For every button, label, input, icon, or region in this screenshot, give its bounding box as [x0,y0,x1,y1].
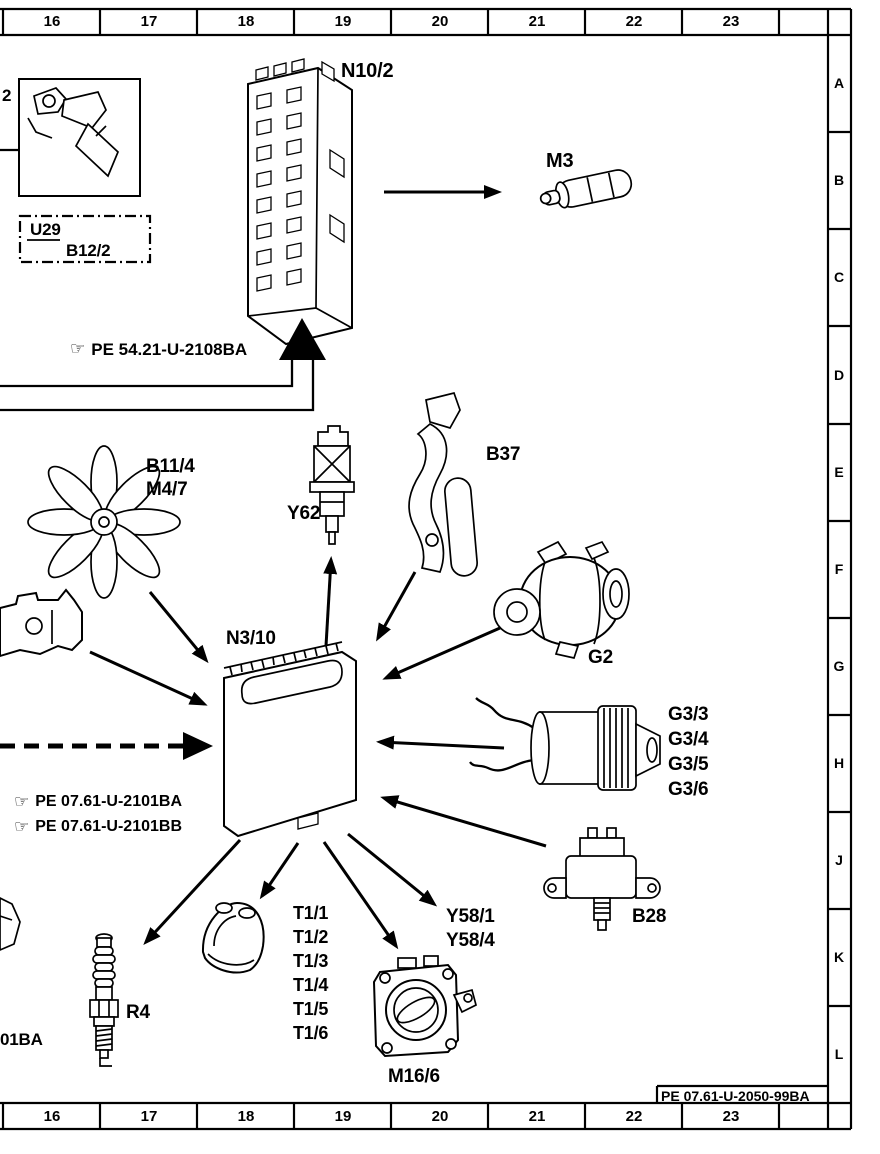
label-b37: B37 [486,444,521,465]
note-fuse-box-ref: ☞ PE 54.21-U-2108BA [70,339,248,360]
throttle-drawing [372,955,477,1058]
grid-col-21-bottom: 21 [528,1108,546,1125]
grid-col-20-bottom: 20 [431,1108,449,1125]
coil-photo-callout-frame [0,78,141,197]
grid-col-16-top: 16 [43,13,61,30]
label-b11-4: B11/4 [146,456,195,477]
ecu-arrows [89,556,547,950]
grid-col-20-top: 20 [431,13,449,30]
note-ecu-ref-2-text: PE 07.61-U-2101BB [35,818,182,835]
grid-col-18-bottom: 18 [237,1108,255,1125]
grid-col-22-top: 22 [625,13,643,30]
grid-row-j: J [835,852,843,868]
arrow-ecu-to-r4 [143,838,242,945]
label-g2: G2 [588,647,613,668]
label-n10-2: N10/2 [341,60,394,82]
grid-col-18-top: 18 [237,13,255,30]
grid-row-a: A [833,75,845,91]
engine-icon [0,588,83,658]
fan-drawing [27,445,181,599]
grid-row-h: H [833,755,845,771]
partial-label-top-left: 2 [2,86,12,105]
grid-row-e: E [834,464,844,480]
pointing-hand-icon: ☞ [70,339,86,358]
arrow-g2-to-ecu [382,626,501,680]
label-g3-5: G3/5 [668,754,709,775]
coil-cap-drawing [201,901,265,974]
grid-row-d: D [833,367,845,383]
feed-lines-up-arrow [0,318,326,412]
arrow-b28-to-ecu [380,795,547,848]
label-t1-3: T1/3 [293,951,329,971]
grid-row-f: F [834,561,844,577]
label-b28: B28 [632,906,667,927]
label-t1-4: T1/4 [293,975,329,995]
dashed-input-arrow [0,732,213,760]
arrow-ecu-to-t1 [259,842,300,900]
frame-grid [0,7,853,1131]
arrow-ecu-to-y62 [323,556,338,647]
b37-drawing [408,391,478,577]
grid-row-c: C [833,269,845,285]
grid-col-23-top: 23 [722,13,740,30]
label-y58-1: Y58/1 [446,906,495,927]
label-m4-7: M4/7 [146,479,188,500]
injector-drawing [309,425,355,545]
ecu-drawing [223,641,357,838]
label-t1-2: T1/2 [293,927,329,947]
spark-plug-drawing [89,933,119,1067]
grid-col-16-bottom: 16 [43,1108,61,1125]
label-m16-6: M16/6 [388,1066,440,1087]
grid-row-k: K [833,949,845,965]
grid-col-21-top: 21 [528,13,546,30]
u29-callout-box [18,214,152,264]
grid-col-19-top: 19 [334,13,352,30]
label-y62: Y62 [287,503,321,524]
arrow-fan-to-ecu [148,591,209,664]
label-t1-6: T1/6 [293,1023,329,1043]
arrow-engine-to-ecu [89,650,208,706]
grid-row-b: B [833,172,845,188]
note-fuse-box-ref-text: PE 54.21-U-2108BA [91,340,248,359]
document-reference: PE 07.61-U-2050-99BA [661,1088,810,1104]
grid-row-l: L [834,1046,844,1062]
label-t1-1: T1/1 [293,903,329,923]
arrow-ecu-to-y58 [347,832,438,907]
note-ecu-ref-1: ☞ PE 07.61-U-2101BA [14,792,182,812]
grid-col-23-bottom: 23 [722,1108,740,1125]
grid-col-22-bottom: 22 [625,1108,643,1125]
label-g3-4: G3/4 [668,729,709,750]
b28-drawing [543,827,661,931]
grid-row-g: G [833,658,845,674]
arrow-b37-to-ecu [376,571,417,642]
label-b12-2: B12/2 [66,241,111,260]
label-t1-5: T1/5 [293,999,329,1019]
label-u29: U29 [30,220,61,239]
pointing-hand-icon: ☞ [14,792,30,811]
o2-sensor-drawing [469,697,661,791]
n10-2-fuse-box-drawing [247,58,353,346]
label-y58-4: Y58/4 [446,930,495,951]
arrow-g3-to-ecu [376,735,505,750]
label-r4: R4 [126,1002,150,1023]
label-g3-6: G3/6 [668,779,709,800]
note-ecu-ref-1-text: PE 07.61-U-2101BA [35,793,182,810]
m3-drawing [539,169,633,209]
alternator-drawing [493,540,630,659]
label-g3-3: G3/3 [668,704,709,725]
partial-label-bottom-left: 01BA [0,1030,43,1049]
grid-col-17-bottom: 17 [140,1108,158,1125]
arrow-ecu-to-m16-6 [322,841,399,950]
grid-col-17-top: 17 [140,13,158,30]
label-m3: M3 [546,150,574,172]
note-ecu-ref-2: ☞ PE 07.61-U-2101BB [14,817,182,837]
left-edge-partial-drawing [0,897,21,951]
grid-col-19-bottom: 19 [334,1108,352,1125]
pointing-hand-icon: ☞ [14,817,30,836]
label-n3-10: N3/10 [226,628,276,649]
